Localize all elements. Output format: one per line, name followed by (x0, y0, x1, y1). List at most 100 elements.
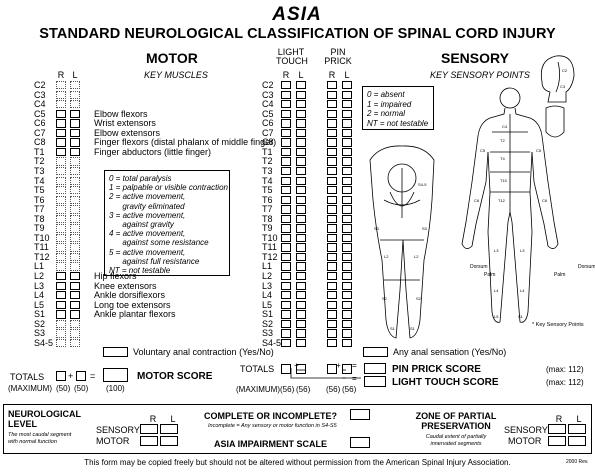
pp-l-c2-box[interactable] (342, 81, 352, 90)
lt-l-l4-box[interactable] (296, 291, 306, 300)
motor-l-l4-box[interactable] (70, 291, 80, 300)
lt-l-t9-box[interactable] (296, 224, 306, 233)
lt-r-l1-box[interactable] (281, 262, 291, 271)
lt-l-l2-box[interactable] (296, 272, 306, 281)
pp-l-t9-box[interactable] (342, 224, 352, 233)
pp-r-c2-box[interactable] (327, 81, 337, 90)
anal-contraction-box[interactable] (103, 347, 128, 357)
pp-r-t6-box[interactable] (327, 195, 337, 204)
pp-r-l3-box[interactable] (327, 281, 337, 290)
motor-l-l3-box[interactable] (70, 281, 80, 290)
lt-l-s4-5-box[interactable] (296, 338, 306, 348)
zone-motor-r[interactable] (548, 436, 566, 446)
anal-sensation-box[interactable] (363, 347, 388, 357)
lt-l-t2-box[interactable] (296, 157, 306, 166)
zone-sensory-l[interactable] (568, 424, 586, 434)
lt-r-l5-box[interactable] (281, 300, 291, 310)
lt-r-c2-box[interactable] (281, 81, 291, 90)
motor-l-c5-box[interactable] (70, 109, 80, 119)
lt-r-l3-box[interactable] (281, 281, 291, 290)
motor-l-s1-box[interactable] (70, 310, 80, 319)
motor-r-l5-box[interactable] (56, 300, 66, 310)
pp-r-l4-box[interactable] (327, 291, 337, 300)
lt-l-t10-box[interactable] (296, 233, 306, 243)
motor-score-box[interactable] (103, 368, 128, 382)
pp-l-s4-5-box[interactable] (342, 338, 352, 348)
pp-l-c8-box[interactable] (342, 138, 352, 147)
pp-r-t11-box[interactable] (327, 243, 337, 252)
motor-r-s1-box[interactable] (56, 310, 66, 319)
pp-l-s3-box[interactable] (342, 329, 352, 338)
pp-l-t2-box[interactable] (342, 157, 352, 166)
motor-r-c5-box[interactable] (56, 109, 66, 119)
pp-r-t4-box[interactable] (327, 176, 337, 185)
neuro-motor-l[interactable] (160, 436, 178, 446)
lt-r-s4-5-box[interactable] (281, 338, 291, 348)
motor-r-t1-box[interactable] (56, 147, 66, 157)
pp-r-t2-box[interactable] (327, 157, 337, 166)
pp-l-t1-box[interactable] (342, 147, 352, 157)
lt-l-s2-box[interactable] (296, 319, 306, 329)
pp-r-t5-box[interactable] (327, 186, 337, 195)
lt-l-t4-box[interactable] (296, 176, 306, 185)
lt-l-t8-box[interactable] (296, 214, 306, 224)
motor-l-t1-box[interactable] (70, 147, 80, 157)
motor-r-c7-box[interactable] (56, 128, 66, 138)
lt-r-c5-box[interactable] (281, 109, 291, 119)
lt-l-c7-box[interactable] (296, 128, 306, 138)
lt-l-t7-box[interactable] (296, 205, 306, 214)
pp-l-l4-box[interactable] (342, 291, 352, 300)
lt-r-s1-box[interactable] (281, 310, 291, 319)
pp-l-t6-box[interactable] (342, 195, 352, 204)
pp-l-t12-box[interactable] (342, 252, 352, 262)
lt-r-t5-box[interactable] (281, 186, 291, 195)
complete-box[interactable] (350, 409, 370, 420)
lt-r-t7-box[interactable] (281, 205, 291, 214)
pp-l-t5-box[interactable] (342, 186, 352, 195)
lt-total-r[interactable] (281, 364, 291, 374)
lt-r-s2-box[interactable] (281, 319, 291, 329)
lt-l-c8-box[interactable] (296, 138, 306, 147)
pp-r-s1-box[interactable] (327, 310, 337, 319)
motor-r-c6-box[interactable] (56, 119, 66, 128)
lt-l-c5-box[interactable] (296, 109, 306, 119)
pp-l-s2-box[interactable] (342, 319, 352, 329)
asia-impairment-box[interactable] (350, 437, 370, 448)
pp-l-c6-box[interactable] (342, 119, 352, 128)
lt-l-s1-box[interactable] (296, 310, 306, 319)
lt-r-t6-box[interactable] (281, 195, 291, 204)
lt-r-t12-box[interactable] (281, 252, 291, 262)
pp-r-c4-box[interactable] (327, 100, 337, 109)
zone-sensory-r[interactable] (548, 424, 566, 434)
pin-prick-score-box[interactable] (364, 363, 386, 374)
pp-r-c5-box[interactable] (327, 109, 337, 119)
lt-total-l[interactable] (296, 364, 306, 374)
motor-l-c7-box[interactable] (70, 128, 80, 138)
lt-r-c6-box[interactable] (281, 119, 291, 128)
lt-l-c3-box[interactable] (296, 90, 306, 99)
motor-r-l3-box[interactable] (56, 281, 66, 290)
pp-l-c3-box[interactable] (342, 90, 352, 99)
lt-l-c4-box[interactable] (296, 100, 306, 109)
lt-r-t8-box[interactable] (281, 214, 291, 224)
pp-r-t10-box[interactable] (327, 233, 337, 243)
pp-l-t11-box[interactable] (342, 243, 352, 252)
pp-l-t4-box[interactable] (342, 176, 352, 185)
lt-l-t11-box[interactable] (296, 243, 306, 252)
lt-l-s3-box[interactable] (296, 329, 306, 338)
neuro-sensory-l[interactable] (160, 424, 178, 434)
pp-total-l[interactable] (342, 364, 352, 374)
pp-r-t3-box[interactable] (327, 166, 337, 176)
pp-total-r[interactable] (327, 364, 337, 374)
lt-r-t3-box[interactable] (281, 166, 291, 176)
lt-l-c2-box[interactable] (296, 81, 306, 90)
motor-total-r[interactable] (56, 371, 66, 381)
light-touch-score-box[interactable] (364, 376, 386, 387)
pp-r-s3-box[interactable] (327, 329, 337, 338)
lt-r-c7-box[interactable] (281, 128, 291, 138)
pp-r-t12-box[interactable] (327, 252, 337, 262)
pp-l-s1-box[interactable] (342, 310, 352, 319)
pp-r-t1-box[interactable] (327, 147, 337, 157)
pp-l-l5-box[interactable] (342, 300, 352, 310)
motor-l-c8-box[interactable] (70, 138, 80, 147)
